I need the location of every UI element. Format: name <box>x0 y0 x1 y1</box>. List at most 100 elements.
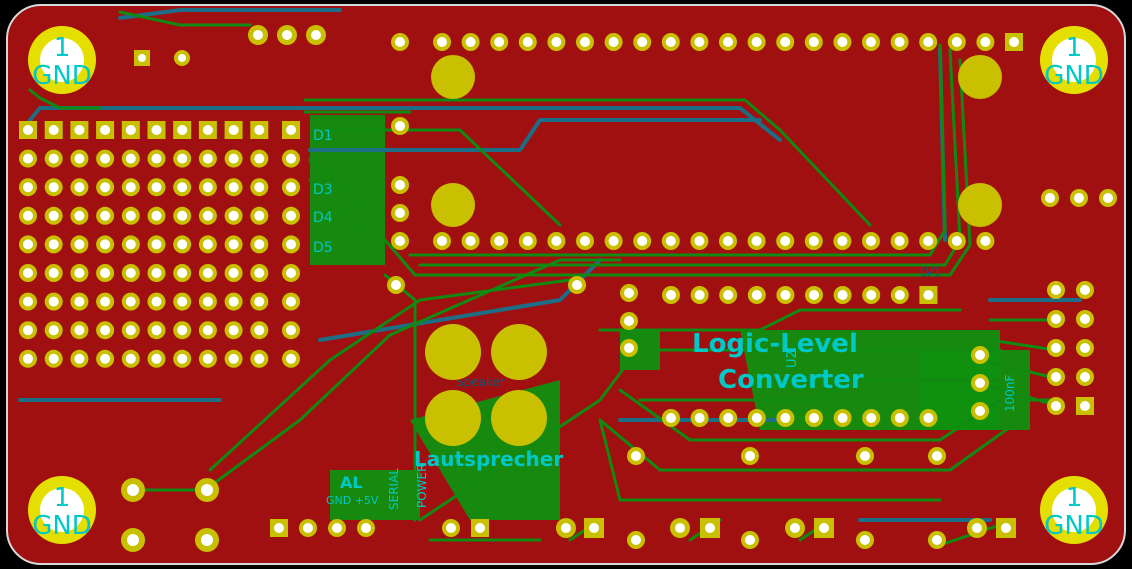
pad-drill-hole <box>780 413 791 423</box>
pad-drill-hole <box>972 523 982 533</box>
pad-drill-hole <box>395 236 405 246</box>
pad-drill-hole <box>1103 193 1113 203</box>
pad-drill-hole <box>923 290 934 300</box>
serial-short-label: AL <box>340 473 363 492</box>
u2-label: U2 <box>785 350 800 368</box>
pad-drill-hole <box>808 236 819 246</box>
pad-drill-hole <box>866 37 876 47</box>
pad-drill-hole <box>74 268 85 278</box>
pad-drill-hole <box>624 316 634 326</box>
pad-drill-hole <box>151 239 162 250</box>
pad-drill-hole <box>254 239 265 250</box>
pad-drill-hole <box>745 451 755 461</box>
pad-drill-hole <box>177 153 188 164</box>
pad-drill-hole <box>100 239 111 250</box>
pad-drill-hole <box>151 125 162 135</box>
pad-drill-hole <box>151 153 162 164</box>
front-trace <box>28 88 102 110</box>
pad-drill-hole <box>202 353 213 364</box>
pad-drill-hole <box>894 37 905 47</box>
pad-drill-hole <box>177 296 188 307</box>
pad-drill-hole <box>286 296 296 307</box>
back-trace <box>318 258 602 342</box>
pad-drill-hole <box>202 125 213 135</box>
pad-drill-hole <box>1080 314 1090 324</box>
pad-drill-hole <box>48 125 59 135</box>
pad-drill-hole <box>282 30 292 40</box>
pad-drill-hole <box>254 125 265 135</box>
pad-drill-hole <box>975 350 985 360</box>
pad-drill-hole <box>48 182 59 193</box>
pad-drill-hole <box>286 182 296 193</box>
pad-drill-hole <box>125 353 136 364</box>
pad-drill-hole <box>608 236 619 246</box>
mounting-hole-pin-number: 1 <box>1066 33 1083 63</box>
pad-drill-hole <box>228 325 239 336</box>
pad-drill-hole <box>48 353 59 364</box>
front-trace <box>638 378 1002 402</box>
pad-drill-hole <box>100 268 111 278</box>
pad-drill-hole <box>561 523 571 533</box>
pad-drill-hole <box>74 125 85 135</box>
pad-drill-hole <box>580 236 590 246</box>
pad-drill-hole <box>975 378 985 388</box>
front-trace <box>978 358 1057 380</box>
pad-drill-hole <box>631 451 641 461</box>
pad-drill-hole <box>74 296 85 307</box>
pad-drill-hole <box>494 236 505 246</box>
pad-drill-hole <box>100 125 111 135</box>
pad-drill-hole <box>48 239 59 250</box>
pad-drill-hole <box>254 325 265 336</box>
pad-drill-hole <box>637 236 648 246</box>
pad-drill-hole <box>675 523 685 533</box>
pad-drill-hole <box>127 534 139 546</box>
pad-drill-hole <box>1051 401 1061 411</box>
pad-drill-hole <box>100 296 111 307</box>
pad-drill-hole <box>228 268 239 278</box>
front-trace <box>408 43 947 257</box>
pad-drill-hole <box>254 353 265 364</box>
pad-drill-hole <box>894 236 905 246</box>
pad-drill-hole <box>23 239 33 250</box>
front-trace <box>988 338 1057 352</box>
pad-drill-hole <box>589 523 599 533</box>
pad-drill-hole <box>125 296 136 307</box>
pad-drill-hole <box>624 343 634 353</box>
speaker-pad <box>425 324 481 380</box>
pad-drill-hole <box>745 535 755 545</box>
pad-drill-hole <box>465 37 476 47</box>
pad-drill-hole <box>100 325 111 336</box>
pad-drill-hole <box>303 523 313 533</box>
front-trace <box>598 418 942 502</box>
pad-drill-hole <box>125 239 136 250</box>
pad-drill-hole <box>228 296 239 307</box>
pad-drill-hole <box>694 236 705 246</box>
pad-drill-hole <box>202 182 213 193</box>
pad-drill-hole <box>23 153 33 164</box>
pad-drill-hole <box>666 413 676 423</box>
pad-drill-hole <box>837 290 848 300</box>
mounting-hole-drill <box>40 488 84 532</box>
pad-drill-hole <box>631 535 641 545</box>
pad-drill-hole <box>23 125 33 135</box>
front-trace <box>598 308 962 332</box>
pad-drill-hole <box>202 239 213 250</box>
gnd-5v-label: GND +5V <box>326 494 379 507</box>
front-layer-traces <box>28 10 1062 547</box>
pad-drill-hole <box>1001 523 1011 533</box>
pad-drill-hole <box>228 125 239 135</box>
pad-drill-hole <box>228 153 239 164</box>
pad-drill-hole <box>723 236 733 246</box>
pad-drill-hole <box>723 37 733 47</box>
front-trace <box>118 10 252 27</box>
front-trace <box>308 158 382 222</box>
pad-drill-hole <box>437 236 447 246</box>
pad-drill-hole <box>151 182 162 193</box>
mounting-hole-net-label: GND <box>32 511 92 541</box>
pad-drill-hole <box>151 353 162 364</box>
pad-drill-hole <box>125 268 136 278</box>
pad-drill-hole <box>395 180 405 190</box>
pad-drill-hole <box>254 268 265 278</box>
mounting-hole-pin-number: 1 <box>54 33 71 63</box>
